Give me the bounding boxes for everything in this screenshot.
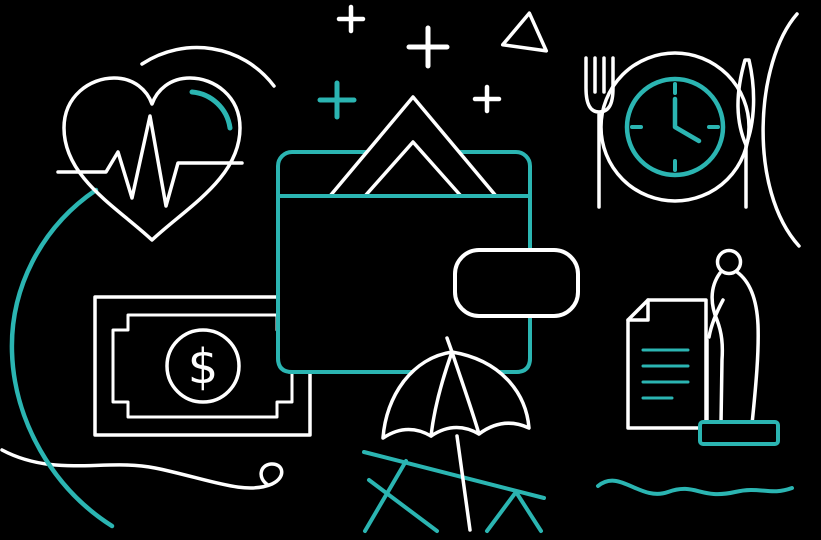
document-text-lines <box>641 348 690 400</box>
chair-legs-left <box>363 459 439 533</box>
sparkles <box>317 4 549 120</box>
wallet-icon <box>276 95 580 374</box>
sparkle-plus-icon <box>317 80 357 120</box>
squiggle-bottom-right <box>596 478 794 497</box>
fork-icon <box>584 56 615 209</box>
sparkle-triangle-icon <box>500 11 549 53</box>
elderly-person-icon <box>698 248 780 446</box>
clock-face <box>624 76 726 178</box>
sparkle-plus-icon <box>336 4 366 34</box>
beach-umbrella-icon <box>381 336 531 532</box>
cash-triangle <box>328 95 498 198</box>
heart-accent-arc <box>189 89 233 131</box>
document-icon <box>626 298 708 430</box>
clock-ticks <box>630 82 720 172</box>
squiggle-bottom-left <box>0 448 284 490</box>
plus-lines <box>406 25 450 69</box>
wallet-strap <box>453 248 580 318</box>
person-body-front <box>710 271 725 426</box>
cash-inner-fold <box>363 140 463 198</box>
meal-plate-clock-icon <box>584 51 756 209</box>
document-fold <box>626 298 650 322</box>
person-body-back <box>735 270 760 426</box>
vacation-icon <box>362 336 546 533</box>
swoosh-right-arc <box>761 12 801 248</box>
person-arm <box>707 298 725 339</box>
decor-swooshes-white <box>0 12 801 490</box>
plate-circle <box>599 51 751 203</box>
ekg-line <box>56 114 244 208</box>
plus-lines <box>336 4 366 34</box>
lounge-chair-icon <box>362 450 546 533</box>
umbrella-canopy <box>381 350 531 440</box>
person-head <box>715 248 743 276</box>
umbrella-pole <box>455 434 472 532</box>
swoosh-left-big-curve <box>9 187 115 529</box>
retirement-icon <box>626 248 780 446</box>
sparkle-plus-icon <box>472 84 502 114</box>
dollar-sign: $ <box>188 339 219 395</box>
chair-legs-right <box>485 490 543 533</box>
knife-icon <box>736 58 756 209</box>
clock-icon <box>624 76 726 178</box>
heart-ekg-icon <box>56 76 244 242</box>
decor-swooshes-teal <box>9 187 794 529</box>
base-platform <box>698 420 780 446</box>
plus-lines <box>472 84 502 114</box>
sparkle-plus-icon <box>406 25 450 69</box>
clock-hands <box>672 96 702 144</box>
chair-seat <box>362 450 546 500</box>
umbrella-ribs <box>429 350 481 438</box>
wallet-front <box>276 194 532 374</box>
heart-outline <box>62 76 242 242</box>
umbrella-pole-tip <box>445 336 454 354</box>
plus-lines <box>317 80 357 120</box>
cash-peek <box>328 95 498 198</box>
bill-circle <box>165 328 241 404</box>
swoosh-top-left <box>140 45 276 88</box>
